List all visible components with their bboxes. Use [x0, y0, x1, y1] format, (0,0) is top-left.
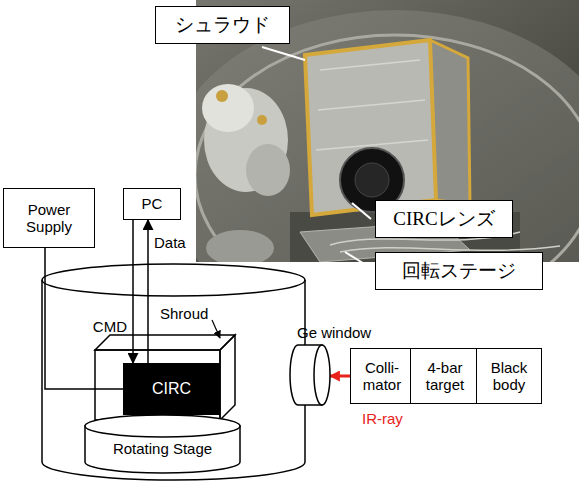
optics-box: Colli- mator: [350, 348, 414, 404]
chamber-ring: [196, 35, 579, 262]
chamber-wall: [196, 10, 579, 262]
optics-box: 4-bar target: [410, 348, 480, 404]
device-box: Power Supply: [3, 188, 95, 248]
circ-camera-text: CIRC: [152, 380, 191, 398]
shroud-face: [220, 335, 235, 420]
optics-box-text: 4-bar target: [413, 359, 477, 394]
shroud-face: [95, 350, 220, 420]
stage-top: [85, 415, 240, 437]
foil-bundle: [202, 84, 254, 132]
callout-box-text: 回転ステージ: [402, 260, 516, 282]
connector: [330, 375, 350, 378]
rotating-stage-text: Rotating Stage: [113, 440, 212, 457]
shroud-box: ShroudCIRC: [95, 335, 235, 420]
device-box-text: Power Supply: [8, 201, 90, 236]
circ-camera: CIRC: [123, 363, 220, 415]
window-face: [314, 345, 330, 405]
device-box: PC: [123, 188, 181, 220]
ge-window-text: Ge window: [297, 324, 371, 341]
chamber-top: [42, 264, 305, 296]
device-box-text: PC: [142, 195, 163, 212]
edge-label: IR-ray: [362, 410, 403, 427]
optics-box-text: Black body: [479, 359, 539, 394]
shroud-face: [95, 335, 235, 350]
callout-box: CIRCレンズ: [375, 200, 513, 238]
shroud-front: [305, 40, 436, 215]
shroud-box-text: Shroud: [160, 305, 208, 322]
ge-window: Ge window: [290, 345, 330, 405]
optics-box-text: Colli- mator: [353, 359, 411, 394]
foil-bundle: [246, 144, 290, 196]
connector: [132, 220, 134, 363]
callout-box: シュラウド: [155, 6, 290, 44]
chamber-port: [206, 230, 274, 262]
leader-line: [345, 252, 371, 268]
callout-box-text: シュラウド: [175, 14, 270, 36]
connector: [147, 220, 149, 363]
callout-box-text: CIRCレンズ: [393, 208, 494, 230]
chamber-wall-line: [42, 280, 305, 462]
callout-box: 回転ステージ: [375, 252, 543, 290]
foil-wrinkle: [316, 60, 428, 150]
leader-line: [352, 203, 371, 219]
lens-glass: [355, 163, 389, 197]
gold-part: [257, 115, 267, 125]
leader-line: [262, 47, 305, 60]
optics-box: Black body: [476, 348, 542, 404]
edge-label: Data: [154, 234, 186, 251]
edge-label: CMD: [93, 318, 127, 335]
rotating-stage: Rotating Stage: [85, 415, 240, 473]
gold-part: [216, 90, 228, 102]
node-outline: [290, 345, 330, 405]
